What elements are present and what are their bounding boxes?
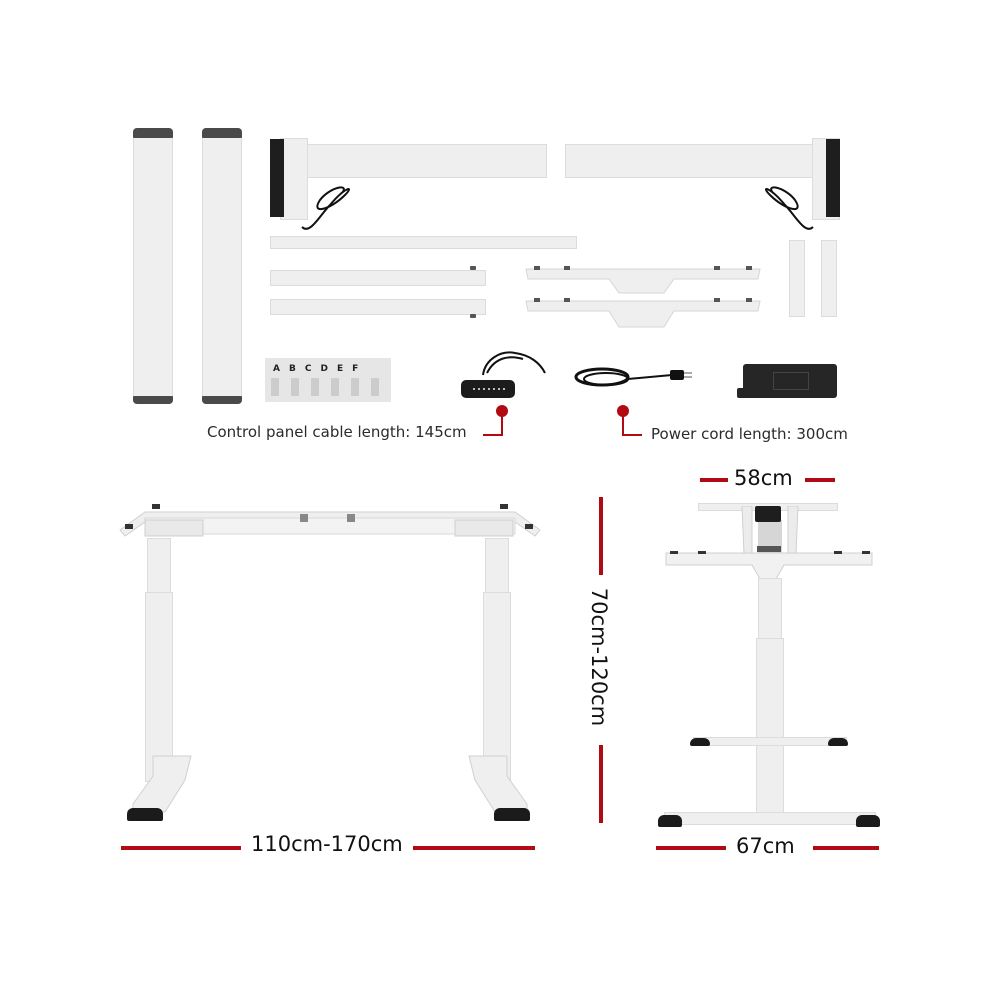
small-plate-2	[821, 240, 837, 317]
leg-column-2	[202, 132, 242, 402]
base-width-line-left	[656, 846, 726, 850]
side-motor-base	[757, 546, 781, 552]
width-dimension-line-right	[413, 846, 535, 850]
power-cord-leader-vertical	[622, 412, 624, 436]
power-cord-icon	[574, 367, 692, 387]
power-cord-length-label: Power cord length: 300cm	[651, 425, 848, 443]
side-motor	[755, 506, 781, 522]
side-base-foot-left	[658, 815, 682, 827]
motor-housing-left	[280, 138, 308, 220]
front-right-leg-upper	[485, 538, 509, 598]
top-beam-right	[565, 144, 819, 178]
control-panel-cable-label: Control panel cable length: 145cm	[207, 423, 467, 441]
leg-column-2-bottom-cap	[202, 396, 242, 404]
base-width-label: 67cm	[732, 834, 799, 858]
side-base-foot-right	[856, 815, 880, 827]
small-plate-1	[789, 240, 805, 317]
top-width-line-right	[805, 478, 835, 482]
mounting-bracket-1	[525, 266, 761, 294]
side-column-lower	[756, 638, 784, 818]
leg-column-1-bottom-cap	[133, 396, 173, 404]
power-cord-leader-horizontal	[622, 434, 642, 436]
height-dimension-line-bottom	[599, 745, 603, 823]
power-adapter-tab	[737, 388, 747, 398]
side-mid-foot-left	[690, 738, 710, 746]
motor-left	[270, 139, 284, 217]
control-panel-icon	[461, 380, 515, 398]
width-dimension-line-left	[121, 846, 241, 850]
screw	[470, 266, 476, 270]
height-dimension-line-top	[599, 497, 603, 575]
hardware-bags: A B C D E F	[265, 358, 391, 402]
hardware-letter: B	[288, 364, 296, 374]
extension-bar-2	[270, 299, 486, 315]
front-left-foot-pad	[127, 808, 163, 821]
motor-right	[826, 139, 840, 217]
height-dimension-label: 70cm-120cm	[587, 587, 611, 727]
side-mid-foot-right	[828, 738, 848, 746]
control-panel-leader-vertical	[501, 412, 503, 436]
control-panel-marker-dot	[496, 405, 508, 417]
extension-bar-1	[270, 270, 486, 286]
motor-cable-right-icon	[765, 186, 814, 230]
screw	[470, 314, 476, 318]
control-panel-leader-horizontal	[483, 434, 503, 436]
motor-cable-left-icon	[301, 186, 350, 230]
front-right-leg-lower	[483, 592, 511, 782]
front-top-frame	[119, 504, 541, 537]
control-panel-cable-icon	[482, 351, 546, 376]
hardware-letter: F	[352, 364, 359, 374]
top-beam-left	[295, 144, 547, 178]
mounting-bracket-2	[525, 298, 761, 328]
top-width-label: 58cm	[730, 466, 797, 490]
front-left-leg-upper	[147, 538, 171, 598]
leg-column-2-top-cap	[202, 128, 242, 138]
side-mid-crossbar	[693, 737, 847, 746]
width-dimension-label: 110cm-170cm	[245, 832, 409, 856]
top-width-line-left	[700, 478, 728, 482]
front-right-foot-pad	[494, 808, 530, 821]
power-cord-marker-dot	[617, 405, 629, 417]
side-base	[664, 812, 876, 825]
power-adapter-icon	[743, 364, 837, 398]
side-column-upper	[758, 578, 782, 642]
leg-column-1	[133, 132, 173, 402]
leg-column-1-top-cap	[133, 128, 173, 138]
hardware-letter: D	[320, 364, 328, 374]
hardware-letter: E	[336, 364, 344, 374]
hardware-letter: C	[304, 364, 312, 374]
front-left-leg-lower	[145, 592, 173, 782]
side-frame	[665, 551, 873, 580]
crossbar	[270, 236, 577, 249]
hardware-letter: A	[273, 364, 280, 374]
base-width-line-right	[813, 846, 879, 850]
